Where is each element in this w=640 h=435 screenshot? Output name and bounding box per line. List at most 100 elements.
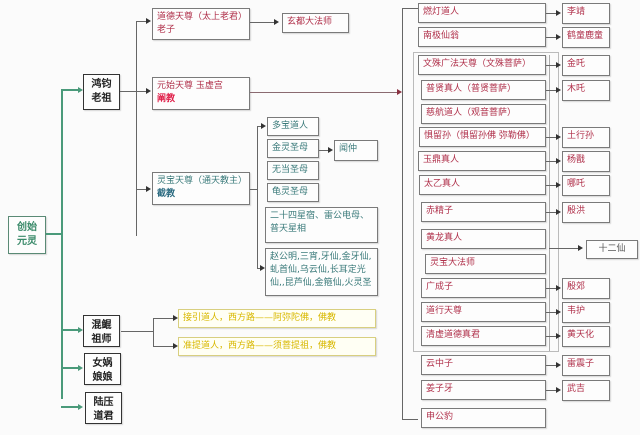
node-label: 土行孙 — [567, 131, 595, 141]
green-branch — [61, 89, 81, 91]
arrow-icon — [328, 147, 333, 153]
node-label: 木吒 — [567, 84, 586, 94]
connector — [546, 212, 558, 213]
arrow-icon — [556, 62, 561, 68]
node-label: 灵宝大法师 — [430, 258, 476, 268]
connector — [402, 8, 418, 9]
node-label: 韦护 — [567, 306, 586, 316]
arrow-icon — [556, 10, 561, 16]
jiejiao-disciple: 多宝道人 — [267, 117, 319, 136]
chanjiao-child: 雷震子 — [562, 355, 610, 376]
connector — [546, 336, 558, 337]
chanjiao-child: 武吉 — [562, 380, 610, 401]
kunpeng-child: 准提道人，西方路——须菩提祖，佛教 — [178, 337, 376, 356]
arrow-icon — [556, 333, 561, 339]
chanjiao-child: 鹤童鹿童 — [562, 27, 610, 48]
chanjiao-child: 土行孙 — [562, 127, 610, 148]
chanjiao-child: 杨戬 — [562, 151, 610, 172]
chanjiao-child: 殷郊 — [562, 278, 610, 299]
connector — [546, 390, 558, 391]
arrow-icon — [173, 315, 178, 321]
chanjiao-child: 金吒 — [562, 55, 610, 76]
jiejiao-disciple: 二十四星宿、雷公电母、普天星相 — [265, 207, 378, 243]
root-label-2: 元灵 — [17, 236, 37, 247]
root-node: 创始 元灵 — [8, 216, 46, 254]
arrow-icon — [146, 88, 151, 94]
node-yuanshi: 元始天尊 玉虚宫 阐教 — [152, 77, 250, 110]
chanjiao-disciple: 黄龙真人 — [421, 229, 546, 249]
connector — [549, 248, 579, 249]
connector — [120, 91, 136, 92]
chanjiao-disciple: 灵宝大法师 — [425, 254, 546, 274]
chanjiao-disciple: 文殊广法天尊（文殊菩萨） — [418, 55, 546, 75]
green-trunk — [61, 89, 63, 399]
node-label: 鸿钧 — [91, 79, 112, 90]
chanjiao-disciple: 姜子牙 — [421, 380, 546, 400]
connector — [319, 150, 329, 151]
node-label: 玄都大法师 — [287, 17, 333, 27]
connector — [136, 91, 148, 92]
node-label: 哪吒 — [567, 179, 586, 189]
green-branch — [61, 367, 81, 369]
node-label: 阐教 — [157, 94, 176, 104]
chanjiao-child: 殷洪 — [562, 202, 610, 223]
connector — [546, 312, 558, 313]
connector — [136, 21, 148, 22]
node-label: 清虚道德真君 — [426, 330, 481, 340]
node-label: 燃灯道人 — [423, 7, 460, 17]
arrow-icon — [146, 18, 151, 24]
node-nuwa: 女娲 娘娘 — [84, 353, 121, 385]
arrow-icon — [556, 309, 561, 315]
chanjiao-disciple: 广成子 — [421, 278, 546, 298]
node-laozi: 道德天尊（太上老君） 老子 — [152, 8, 250, 40]
arrow-icon — [556, 87, 561, 93]
green-branch — [61, 406, 81, 408]
arrow-icon — [556, 209, 561, 215]
node-label: 十二仙 — [598, 244, 626, 254]
connector — [121, 331, 153, 332]
arrow-icon — [556, 158, 561, 164]
node-label: 道德天尊（太上老君） — [157, 12, 248, 22]
node-label: 道君 — [93, 411, 114, 422]
jiejiao-disciple: 无当圣母 — [267, 161, 319, 180]
node-label: 老祖 — [91, 93, 112, 104]
jiejiao-disciple: 赵公明,三宵,牙仙,金牙仙,虬首仙,乌云仙,长耳定光仙,,昆芦仙,金箍仙,火灵圣 — [265, 248, 378, 296]
node-label: 龟灵圣母 — [272, 187, 309, 197]
connector — [250, 189, 258, 190]
connector — [546, 13, 558, 14]
connector — [546, 90, 558, 91]
arrow-icon — [556, 34, 561, 40]
node-label: 准提道人，西方路——须菩提祖，佛教 — [183, 341, 337, 351]
node-label: 殷洪 — [567, 206, 586, 216]
arrow-icon — [556, 182, 561, 188]
node-label: 金吒 — [567, 59, 586, 69]
connector — [257, 126, 258, 269]
chanjiao-disciple: 惧留孙（惧留孙佛 弥勒佛） — [419, 127, 546, 147]
node-label: 祖师 — [91, 334, 112, 345]
node-label: 接引道人，西方路——阿弥陀佛，佛教 — [183, 313, 337, 323]
connector — [402, 419, 418, 420]
arrow-icon — [261, 123, 266, 129]
connector — [546, 365, 558, 366]
chanjiao-disciple: 赤精子 — [421, 202, 546, 222]
connector — [153, 318, 154, 346]
kunpeng-child: 接引道人，西方路——阿弥陀佛，佛教 — [178, 309, 376, 328]
connector — [257, 126, 263, 127]
arrow-icon — [78, 327, 83, 333]
node-label: 二十四星宿、雷公电母、普天星相 — [270, 211, 370, 234]
node-label: 闻仲 — [339, 144, 358, 154]
connector — [250, 22, 276, 23]
green-connector — [46, 233, 62, 235]
arrow-icon — [78, 404, 83, 410]
arrow-icon — [78, 87, 83, 93]
connector — [546, 137, 558, 138]
node-label: 陆压 — [93, 397, 114, 408]
node-label: 玉鼎真人 — [423, 155, 460, 165]
chanjiao-disciple: 燃灯道人 — [418, 3, 546, 23]
arrow-icon — [78, 365, 83, 371]
chanjiao-child: 李靖 — [562, 3, 610, 24]
node-label: 杨戬 — [567, 155, 586, 165]
arrow-icon — [556, 285, 561, 291]
chanjiao-disciple: 太乙真人 — [419, 175, 546, 195]
connector — [153, 318, 175, 319]
